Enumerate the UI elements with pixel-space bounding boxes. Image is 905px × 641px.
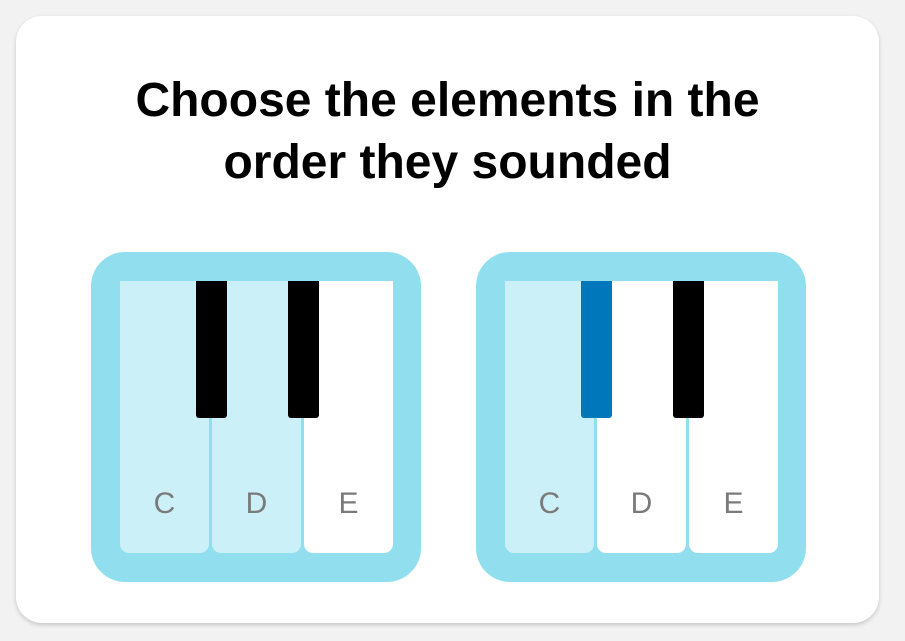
key-label-e: E bbox=[723, 487, 744, 520]
prompt-line-1: Choose the elements in the bbox=[135, 74, 760, 127]
answer-option-1[interactable]: C D E bbox=[91, 252, 421, 582]
black-key-d-sharp bbox=[673, 281, 704, 418]
key-label-d: D bbox=[630, 487, 653, 520]
white-key-e: E bbox=[304, 281, 393, 553]
key-label-c: C bbox=[153, 487, 176, 520]
white-key-c: C bbox=[505, 281, 594, 553]
key-label-d: D bbox=[245, 487, 268, 520]
piano-keyboard: C D E bbox=[120, 281, 393, 553]
black-key-c-sharp bbox=[581, 281, 612, 418]
question-card: Choose the elements in the order they so… bbox=[16, 16, 879, 623]
black-key-c-sharp bbox=[196, 281, 227, 418]
black-key-d-sharp bbox=[288, 281, 319, 418]
key-label-c: C bbox=[538, 487, 561, 520]
key-label-e: E bbox=[338, 487, 359, 520]
white-key-c: C bbox=[120, 281, 209, 553]
question-prompt: Choose the elements in the order they so… bbox=[16, 70, 879, 194]
prompt-line-2: order they sounded bbox=[223, 136, 672, 189]
piano-keyboard: C D E bbox=[505, 281, 778, 553]
answer-option-2[interactable]: C D E bbox=[476, 252, 806, 582]
